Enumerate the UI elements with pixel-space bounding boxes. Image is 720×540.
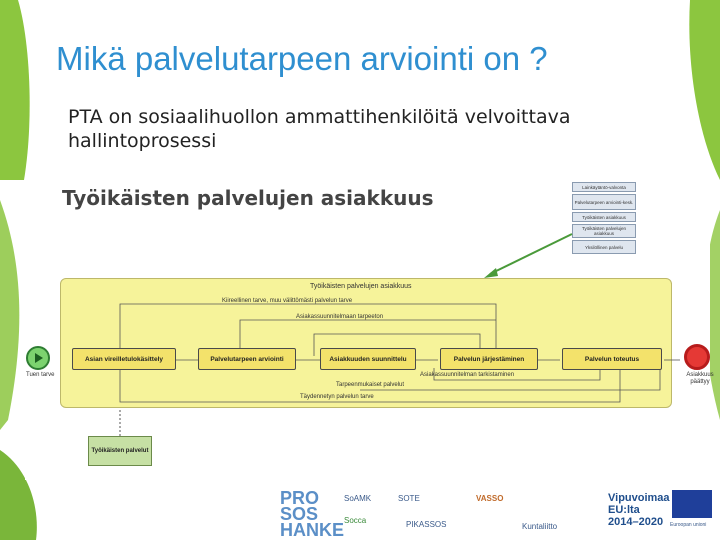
logo-prosos: PRO SOS HANKE: [280, 488, 345, 540]
logo-soamk: SoAMK: [344, 494, 372, 503]
logo-eu: Euroopan unioni: [670, 522, 707, 528]
logo-sote: SOTE: [398, 494, 420, 503]
start-event-icon: [26, 346, 50, 370]
end-label: Asiakkuus päättyy: [686, 372, 714, 385]
flow-label: Asiakassuunnitelman tarkistaminen: [420, 372, 515, 378]
flow-label: Täydennetyn palvelun tarve: [300, 394, 374, 400]
legend-item: Palvelutarpeen arviointi-kesk.: [572, 194, 636, 210]
legend-item: Työikäisten asiakkuus: [572, 212, 636, 222]
eu-flag-icon: [672, 490, 712, 518]
process-frame: [60, 278, 672, 408]
logo-vasso: VASSO: [476, 494, 504, 503]
connector-arrow: [484, 233, 573, 278]
flow-lines: [119, 303, 680, 403]
slide-subtitle: PTA on sosiaalihuollon ammattihenkilöitä…: [68, 106, 571, 152]
legend-item: Yksilöllinen palvelu: [572, 240, 636, 254]
task-box: Palvelutarpeen arviointi: [198, 348, 296, 370]
sub-process-box: Työikäisten palvelut: [88, 436, 152, 466]
start-label: Tuen tarve: [26, 372, 55, 378]
logo-socca: Socca: [344, 516, 367, 525]
diagram-heading: Työikäisten palvelujen asiakkuus: [62, 186, 434, 210]
sub-process-connector: [119, 410, 121, 436]
left-decoration: [0, 0, 37, 540]
logo-pikassos: PIKASSOS: [406, 520, 447, 529]
flow-label: Tarpeenmukaiset palvelut: [336, 382, 405, 388]
frame-title: Työikäisten palvelujen asiakkuus: [310, 283, 412, 290]
legend-item: Lainkäytäntö-valvonta: [572, 182, 636, 192]
flow-label: Kiireellinen tarve, muu välittömästi pal…: [222, 298, 353, 304]
logo-kuntaliitto: Kuntaliitto: [522, 522, 558, 531]
end-event-icon: [684, 344, 710, 370]
task-box: Asian vireilletulokäsittely: [72, 348, 176, 370]
task-box: Palvelun toteutus: [562, 348, 662, 370]
logo-strip: PRO SOS HANKE SoAMK SOTE VASSO Socca PIK…: [280, 486, 720, 540]
task-box: Palvelun järjestäminen: [440, 348, 538, 370]
legend-item: Työikäisten palvelujen asiakkuus: [572, 224, 636, 238]
flow-label: Asiakassuunnitelmaan tarpeeton: [296, 314, 384, 320]
logo-vipuvoimaa: Vipuvoimaa EU:lta 2014–2020: [608, 492, 670, 528]
task-box: Asiakkuuden suunnittelu: [320, 348, 416, 370]
slide-title: Mikä palvelutarpeen arviointi on ?: [56, 40, 548, 77]
